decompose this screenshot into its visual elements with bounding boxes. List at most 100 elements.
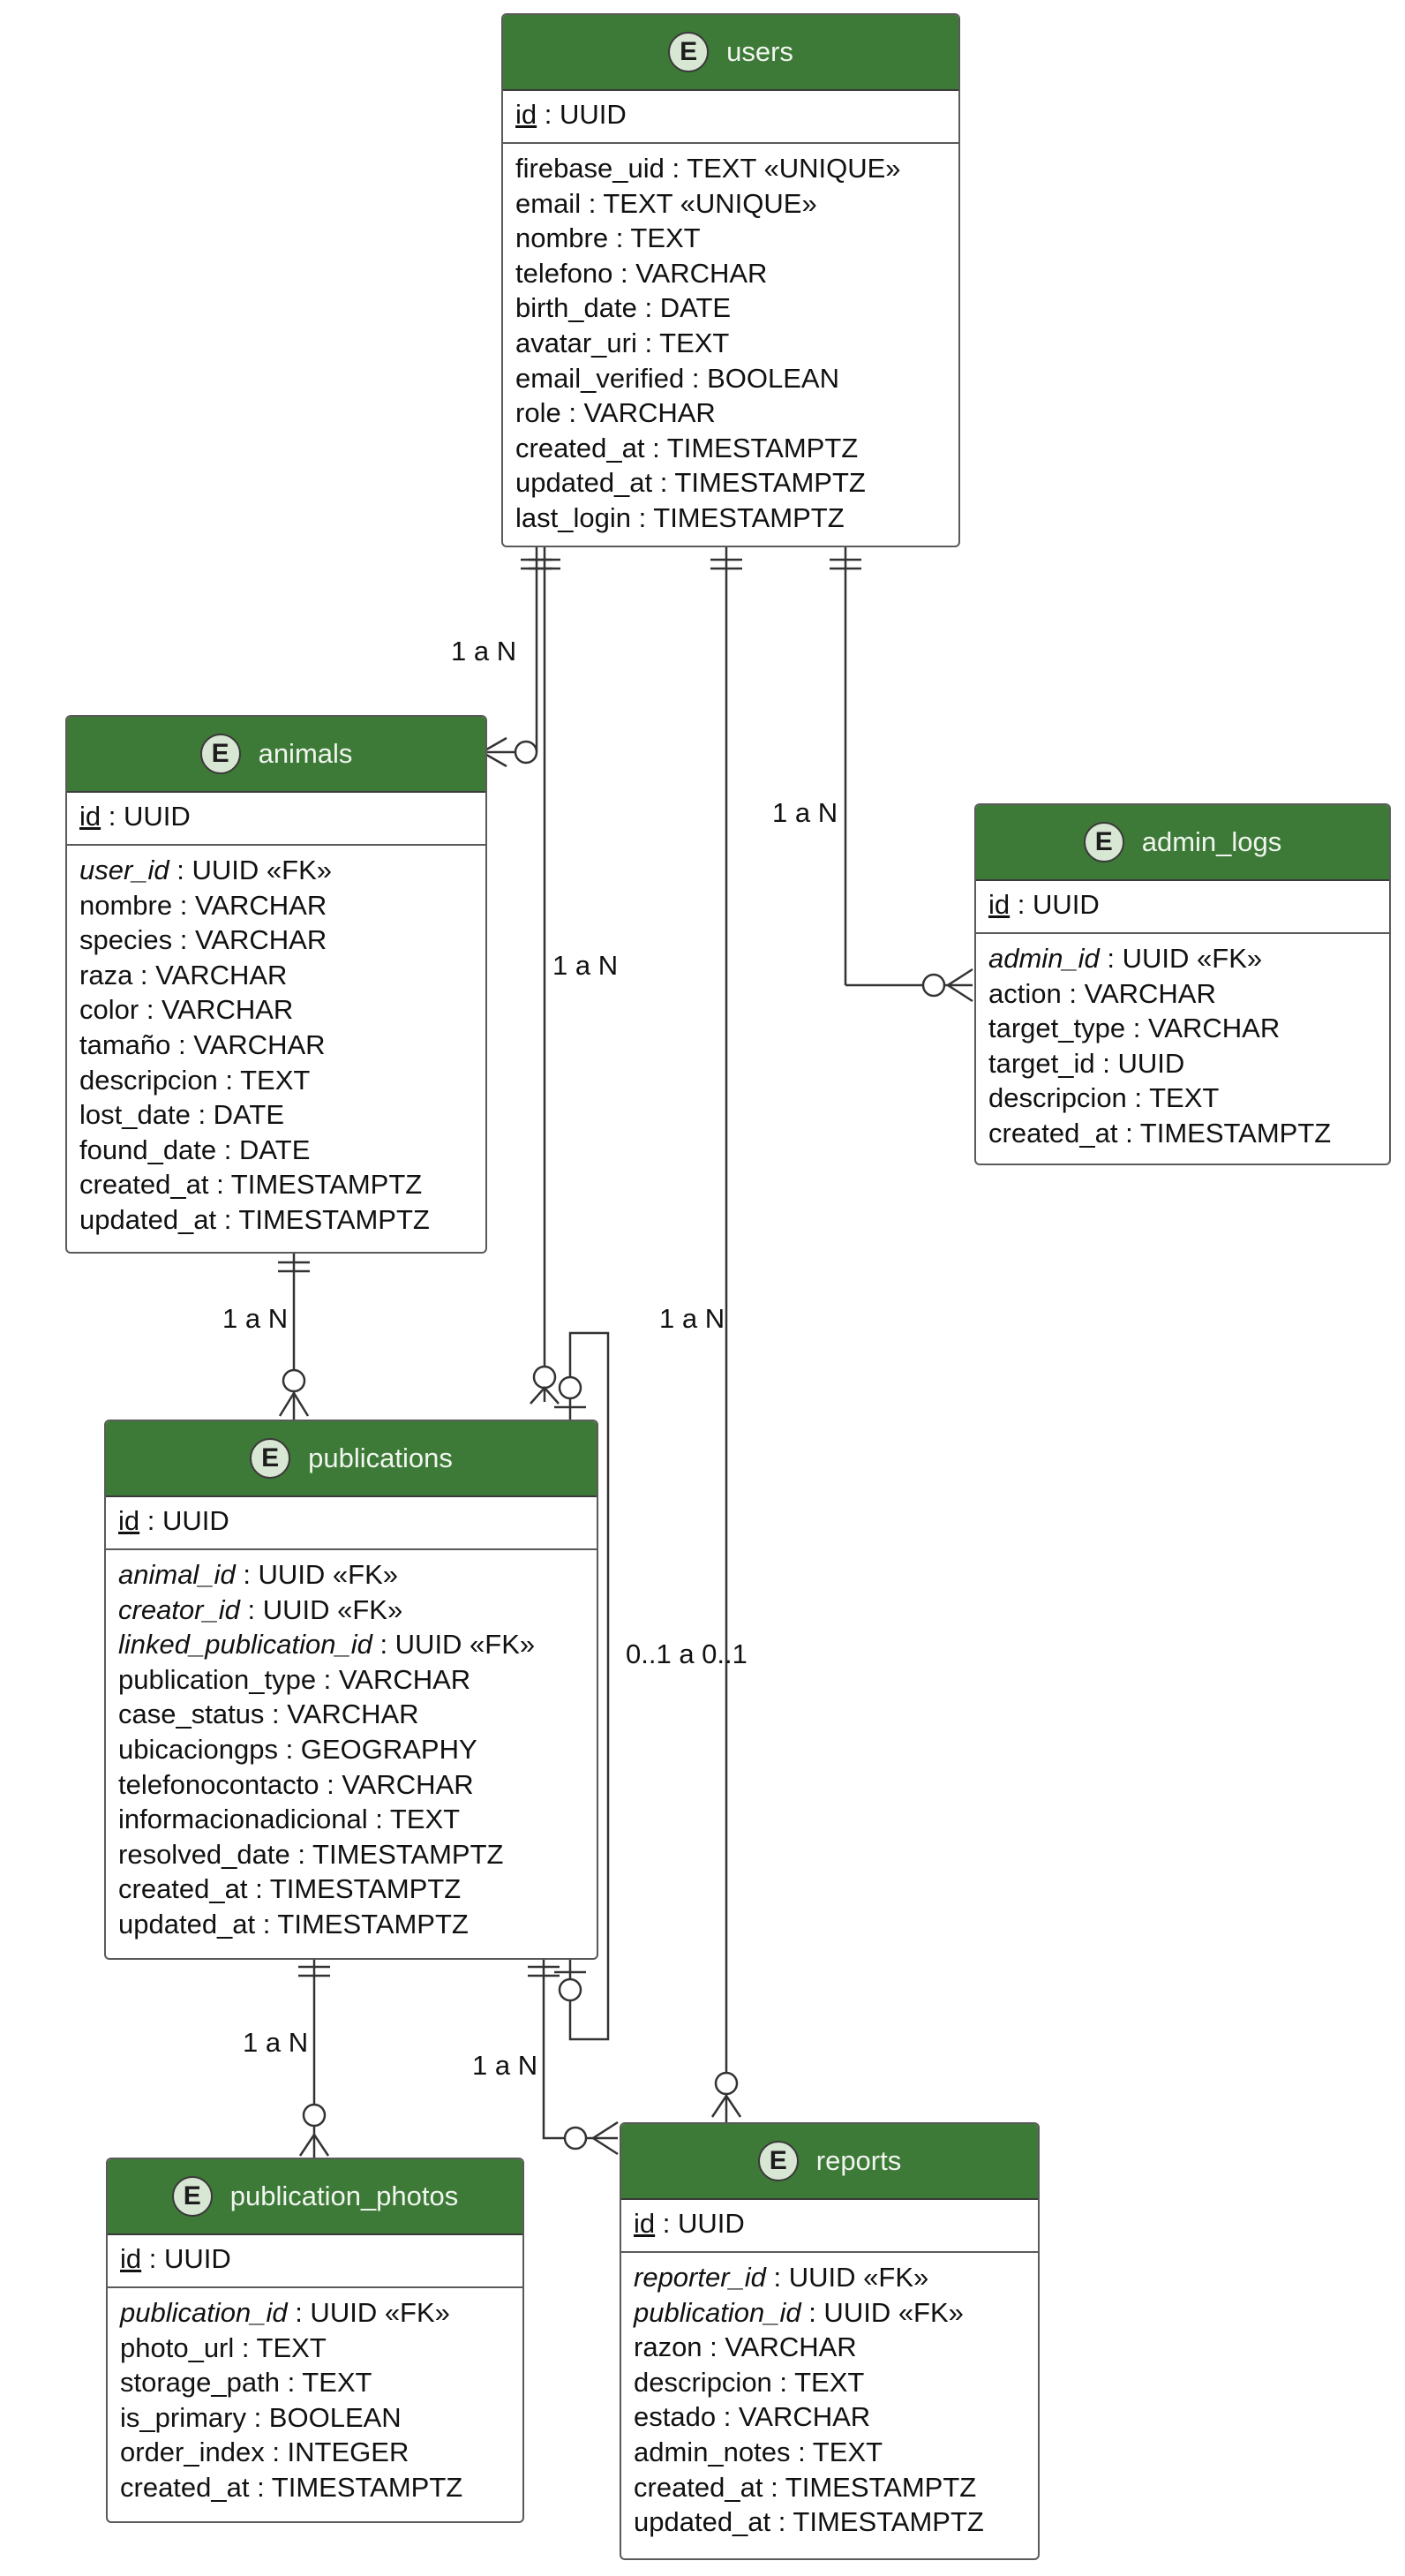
attribute-type: : VARCHAR [264, 1699, 419, 1730]
attribute-type: : TIMESTAMPTZ [249, 2471, 463, 2503]
attribute-type: : TEXT [771, 2366, 865, 2398]
attribute-type: : TEXT [636, 327, 730, 358]
attribute-name: created_at [634, 2471, 763, 2503]
attribute-row: descripcion : TEXT [988, 1081, 1377, 1116]
attribute-name: last_login [515, 501, 631, 533]
entity-header: E publication_photos [108, 2159, 522, 2235]
attribute-type: : TEXT [367, 1804, 461, 1835]
attribute-name: birth_date [515, 292, 637, 324]
attribute-name: email [515, 187, 582, 219]
entity-users[interactable]: E users id : UUID firebase_uid : TEXT «U… [501, 13, 960, 547]
attribute-name: is_primary [120, 2401, 246, 2433]
attribute-type: : UUID «FK» [1099, 943, 1263, 974]
attribute-name: razon [634, 2331, 702, 2363]
attribute-name: ubicaciongps [118, 1733, 278, 1765]
attribute-type: : VARCHAR [319, 1768, 474, 1800]
entity-title: admin_logs [1141, 826, 1282, 857]
attribute-type: : UUID «FK» [235, 1559, 399, 1590]
pk-name: id [988, 889, 1011, 920]
attribute-name: created_at [79, 1169, 209, 1201]
attribute-type: : UUID «FK» [372, 1629, 536, 1661]
attribute-type: : TIMESTAMPTZ [763, 2471, 977, 2503]
attribute-row: updated_at : TIMESTAMPTZ [79, 1202, 473, 1238]
attribute-name: target_type [988, 1013, 1126, 1044]
pk-type: : UUID [537, 99, 627, 130]
attribute-list: animal_id : UUID «FK»creator_id : UUID «… [106, 1550, 597, 1947]
attribute-name: updated_at [634, 2506, 771, 2538]
primary-key: id : UUID [67, 793, 485, 846]
attribute-type: : GEOGRAPHY [277, 1733, 477, 1765]
attribute-type: : TIMESTAMPTZ [644, 432, 859, 463]
rel-label-users-animals: 1 a N [451, 636, 517, 667]
attribute-row: firebase_uid : TEXT «UNIQUE» [515, 151, 946, 186]
attribute-name: order_index [120, 2437, 265, 2468]
attribute-name: reporter_id [634, 2262, 766, 2293]
entity-admin-logs[interactable]: E admin_logs id : UUID admin_id : UUID «… [974, 803, 1391, 1165]
attribute-name: email_verified [515, 362, 685, 394]
entity-icon: E [250, 1438, 291, 1479]
rel-label-users-publications: 1 a N [552, 950, 619, 981]
pk-type: : UUID [655, 2208, 745, 2239]
attribute-type: : VARCHAR [612, 257, 768, 289]
attribute-name: raza [79, 959, 133, 990]
pk-type: : UUID [1010, 889, 1100, 920]
attribute-row: nombre : VARCHAR [79, 888, 473, 923]
attribute-row: created_at : TIMESTAMPTZ [79, 1167, 473, 1202]
attribute-row: last_login : TIMESTAMPTZ [515, 501, 946, 536]
attribute-type: : VARCHAR [170, 1028, 326, 1060]
attribute-name: species [79, 924, 173, 956]
attribute-name: target_id [988, 1047, 1095, 1079]
attribute-type: : VARCHAR [1125, 1013, 1281, 1044]
attribute-type: : TIMESTAMPTZ [289, 1838, 504, 1870]
pk-type: : UUID [141, 2243, 231, 2274]
attribute-row: created_at : TIMESTAMPTZ [634, 2470, 1026, 2505]
attribute-row: informacionadicional : TEXT [118, 1802, 584, 1837]
primary-key: id : UUID [621, 2200, 1038, 2253]
attribute-row: color : VARCHAR [79, 992, 473, 1028]
attribute-type: : TIMESTAMPTZ [770, 2506, 984, 2538]
attribute-type: : TEXT [790, 2436, 883, 2467]
rel-label-publications-self: 0..1 a 0..1 [626, 1638, 748, 1669]
attribute-name: publication_type [118, 1663, 317, 1695]
attribute-row: created_at : TIMESTAMPTZ [988, 1116, 1377, 1151]
primary-key: id : UUID [976, 881, 1389, 934]
attribute-type: : TEXT [1126, 1082, 1220, 1114]
attribute-name: updated_at [515, 467, 653, 499]
attribute-name: publication_id [634, 2296, 801, 2328]
attribute-name: admin_notes [634, 2436, 791, 2467]
attribute-row: created_at : TIMESTAMPTZ [120, 2470, 510, 2505]
entity-animals[interactable]: E animals id : UUID user_id : UUID «FK»n… [65, 715, 487, 1254]
attribute-row: creator_id : UUID «FK» [118, 1593, 584, 1628]
attribute-type: : UUID «FK» [800, 2296, 964, 2328]
pk-name: id [118, 1505, 140, 1536]
attribute-type: : VARCHAR [172, 889, 327, 921]
attribute-type: : TEXT [234, 2331, 327, 2363]
attribute-type: : TIMESTAMPTZ [208, 1169, 423, 1201]
attribute-row: role : VARCHAR [515, 395, 946, 431]
attribute-row: ubicaciongps : GEOGRAPHY [118, 1732, 584, 1767]
attribute-name: descripcion [79, 1064, 218, 1096]
entity-publication-photos[interactable]: E publication_photos id : UUID publicati… [106, 2158, 524, 2523]
entity-header: E publications [106, 1421, 597, 1497]
attribute-type: : UUID «FK» [239, 1593, 403, 1625]
attribute-type: : TEXT [279, 2367, 372, 2399]
attribute-row: case_status : VARCHAR [118, 1697, 584, 1732]
attribute-row: email_verified : BOOLEAN [515, 361, 946, 396]
attribute-type: : TIMESTAMPTZ [216, 1203, 430, 1235]
attribute-list: reporter_id : UUID «FK»publication_id : … [621, 2253, 1038, 2545]
attribute-type: : DATE [190, 1099, 285, 1131]
pk-name: id [515, 99, 537, 130]
rel-label-users-reports: 1 a N [659, 1303, 725, 1334]
attribute-name: created_at [120, 2471, 250, 2503]
attribute-name: descripcion [988, 1082, 1127, 1114]
pk-name: id [120, 2243, 142, 2274]
attribute-name: creator_id [118, 1593, 240, 1625]
attribute-row: updated_at : TIMESTAMPTZ [634, 2504, 1026, 2540]
attribute-row: descripcion : TEXT [634, 2365, 1026, 2400]
entity-header: E admin_logs [976, 805, 1389, 881]
entity-publications[interactable]: E publications id : UUID animal_id : UUI… [104, 1420, 598, 1960]
attribute-name: linked_publication_id [118, 1629, 372, 1661]
entity-reports[interactable]: E reports id : UUID reporter_id : UUID «… [620, 2122, 1040, 2560]
attribute-type: : TEXT [217, 1064, 311, 1096]
